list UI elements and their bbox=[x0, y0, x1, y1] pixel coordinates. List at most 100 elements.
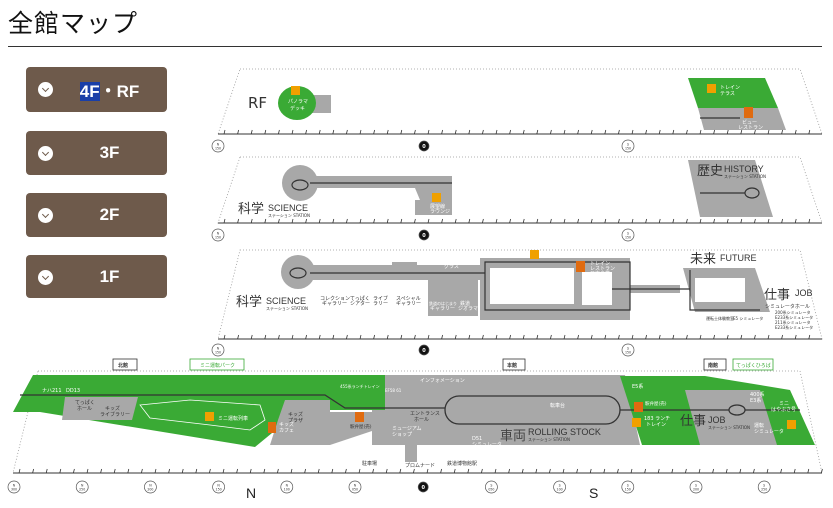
floor-3f: 展望線 ラウンジ 科学 SCIENCE ステーション STATION 歴史 HI… bbox=[238, 160, 773, 218]
ruler-tick bbox=[400, 334, 403, 340]
vehicle-label: DD13 bbox=[66, 388, 80, 394]
turntable-label: 転車台 bbox=[550, 402, 565, 409]
viewing-icon bbox=[707, 84, 716, 93]
ruler-tick bbox=[618, 129, 620, 135]
ruler-tick bbox=[754, 129, 756, 135]
ruler-tick bbox=[168, 468, 170, 474]
sim-hall-label: シミュレータホール bbox=[765, 303, 810, 310]
distance-marker bbox=[621, 139, 635, 153]
marker-label: 250 bbox=[79, 488, 85, 492]
ruler-tick bbox=[386, 129, 389, 135]
ruler-tick bbox=[807, 468, 810, 474]
ruler-tick bbox=[808, 334, 811, 340]
ruler-tick bbox=[781, 129, 783, 135]
ruler-tick bbox=[794, 334, 797, 340]
floor-button-2f[interactable]: 2F bbox=[26, 193, 167, 237]
mini-train-icon bbox=[787, 420, 796, 429]
ruler-tick bbox=[468, 218, 471, 224]
floor-button-3f[interactable]: 3F bbox=[26, 131, 167, 175]
ruler-tick bbox=[18, 468, 21, 474]
ruler-tick bbox=[305, 334, 307, 340]
ruler-tick bbox=[590, 129, 593, 135]
distance-marker bbox=[621, 228, 635, 242]
ruler-tick bbox=[645, 129, 647, 135]
driver-room-label: 運転士体験教室 bbox=[706, 315, 734, 321]
ruler-tick bbox=[699, 218, 702, 224]
distance-marker bbox=[418, 140, 430, 152]
ruler-tick bbox=[249, 468, 252, 474]
ruler-tick bbox=[290, 468, 293, 474]
ruler-tick bbox=[332, 129, 335, 135]
science-sub: ステーション STATION bbox=[268, 212, 310, 218]
distance-marker bbox=[348, 480, 362, 494]
marker-label: 150 bbox=[625, 147, 631, 151]
marker-label: N bbox=[149, 484, 152, 488]
hall-label: てっぱく bbox=[75, 399, 95, 406]
cafe-icon bbox=[268, 422, 276, 433]
restaurant-icon bbox=[576, 261, 585, 272]
ruler-tick bbox=[223, 334, 226, 340]
distance-marker bbox=[418, 344, 430, 356]
ruler-tick bbox=[237, 334, 239, 340]
marker-label: 250 bbox=[761, 488, 767, 492]
ruler-tick bbox=[550, 129, 552, 135]
kids-plaza-area[interactable] bbox=[270, 400, 375, 445]
ruler-tick bbox=[100, 468, 102, 474]
ruler-tick bbox=[590, 334, 593, 340]
marker-label: N bbox=[217, 484, 220, 488]
ruler-tick bbox=[373, 334, 375, 340]
floor-2f: トレイン レストラン 日本食堂 スタンド グラス コレクション ギャラリー てっ… bbox=[236, 250, 813, 330]
shop-label: ショップ bbox=[392, 432, 412, 438]
ruler-tick bbox=[563, 334, 566, 340]
ruler-tick bbox=[154, 468, 157, 474]
sim-room-label: 運転 bbox=[754, 423, 764, 429]
ruler-tick bbox=[332, 218, 335, 224]
series-label: 400系 bbox=[750, 391, 765, 398]
ruler-tick bbox=[427, 218, 430, 224]
gallery-label: 鉄道 bbox=[460, 300, 470, 307]
main-hall-area[interactable] bbox=[372, 375, 640, 445]
e5-sim-label: E5 シミュレータ bbox=[733, 315, 763, 321]
science-en: SCIENCE bbox=[268, 203, 308, 213]
ruler-tick bbox=[181, 468, 184, 474]
distance-marker bbox=[75, 480, 89, 494]
terrace-label: テラス bbox=[720, 91, 735, 97]
ruler-tick bbox=[468, 129, 471, 135]
ruler-tick bbox=[86, 468, 89, 474]
ruler-tick bbox=[291, 334, 294, 340]
ruler-tick bbox=[305, 218, 307, 224]
view-restaurant-area[interactable] bbox=[698, 108, 786, 130]
marker-label: 150 bbox=[625, 488, 631, 492]
ruler-tick bbox=[522, 129, 525, 135]
history-area[interactable] bbox=[688, 160, 773, 217]
floor-button-4f-rf[interactable]: 4F・RF bbox=[26, 67, 167, 112]
ruler-tick bbox=[766, 468, 769, 474]
ruler-tick bbox=[753, 468, 755, 474]
ruler-tick bbox=[223, 129, 226, 135]
vehicle-label: EF58 61 bbox=[385, 388, 402, 393]
ruler-tick bbox=[536, 129, 539, 135]
floor-button-label: 1F bbox=[99, 266, 120, 286]
ruler-tick bbox=[359, 334, 362, 340]
ruler-tick bbox=[699, 129, 702, 135]
ruler-tick bbox=[318, 334, 321, 340]
job-area[interactable] bbox=[685, 390, 777, 445]
plaza-sign bbox=[732, 358, 774, 371]
gallery-label: ギャラリー bbox=[396, 301, 421, 307]
ruler-tick bbox=[672, 334, 675, 340]
north-green-area[interactable] bbox=[13, 375, 385, 447]
distance-marker bbox=[211, 139, 225, 153]
ruler-tick bbox=[264, 334, 267, 340]
rolling-en: ROLLING STOCK bbox=[528, 427, 601, 437]
floor-button-1f[interactable]: 1F bbox=[26, 255, 167, 298]
panorama-deck[interactable] bbox=[278, 86, 316, 120]
ruler-tick bbox=[305, 129, 307, 135]
viewing-icon bbox=[432, 193, 441, 202]
ruler-tick bbox=[494, 468, 497, 474]
teppaku-hall[interactable] bbox=[62, 397, 138, 420]
ruler-tick bbox=[658, 129, 661, 135]
marker-label: 0 bbox=[421, 485, 425, 491]
ruler-tick bbox=[767, 218, 770, 224]
ruler-tick bbox=[522, 334, 525, 340]
ruler-tick bbox=[781, 334, 783, 340]
